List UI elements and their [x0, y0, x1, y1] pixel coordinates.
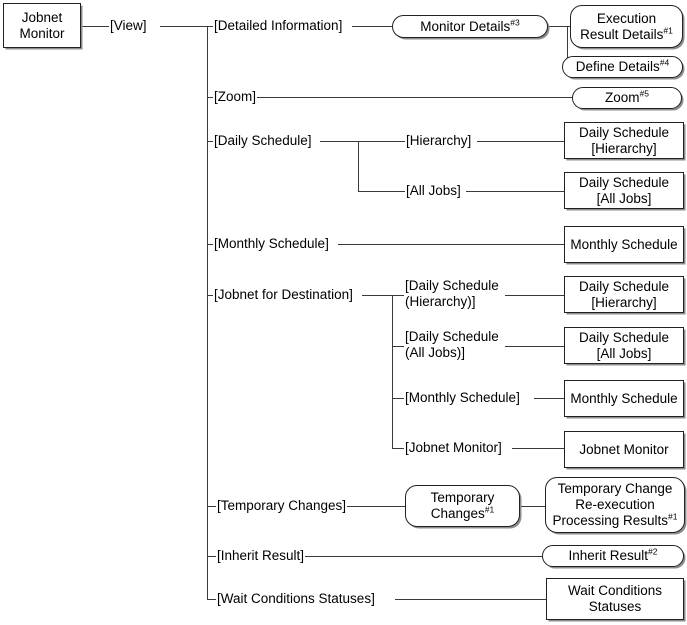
connector-zoom-to-zoom-window [254, 97, 574, 98]
window-monthly-schedule: Monthly Schedule [564, 226, 684, 263]
menu-label-view[interactable]: [View] [109, 18, 148, 34]
submenu-label-dest-daily-hierarchy[interactable]: [Daily Schedule (Hierarchy)] [404, 278, 500, 310]
menu-label-daily-schedule[interactable]: [Daily Schedule] [213, 133, 313, 149]
menu-label-jobnet-for-destination[interactable]: [Jobnet for Destination] [213, 287, 354, 303]
submenu-label-dest-daily-all-jobs[interactable]: [Daily Schedule (All Jobs)] [404, 329, 500, 361]
connector-detailed-information-to-monitor-details [352, 26, 394, 27]
root-node-label: Jobnet Monitor [19, 9, 65, 41]
menu-label-detailed-information[interactable]: [Detailed Information] [213, 18, 344, 34]
window-inherit-result: Inherit Result#2 [542, 545, 684, 567]
window-inherit-result-note: #2 [648, 546, 658, 557]
connector-branch-to-dest-daily-all-jobs [392, 346, 406, 347]
spine-main [207, 26, 208, 600]
window-dest-jobnet-monitor-label: Jobnet Monitor [579, 441, 669, 457]
connector-monitor-details-to-branch [546, 26, 568, 27]
spine-jobnet-for-destination-children [392, 295, 393, 449]
window-monitor-details: Monitor Details#3 [392, 15, 548, 38]
connector-spine-monthly-schedule [207, 244, 215, 245]
window-temporary-change-reexecution: Temporary Change Re-execution Processing… [545, 477, 685, 533]
window-monthly-schedule-label: Monthly Schedule [570, 236, 678, 252]
connector-wait-conditions-statuses-to-window [395, 599, 547, 600]
menu-label-inherit-result[interactable]: [Inherit Result] [216, 548, 306, 564]
connector-spine-inherit-result [207, 556, 219, 557]
window-inherit-result-label: Inherit Result [568, 548, 649, 563]
submenu-label-dest-jobnet-monitor[interactable]: [Jobnet Monitor] [404, 440, 503, 456]
window-daily-schedule-all-jobs: Daily Schedule [All Jobs] [564, 172, 684, 209]
menu-label-wait-conditions-statuses[interactable]: [Wait Conditions Statuses] [216, 591, 376, 607]
submenu-label-dest-monthly-schedule[interactable]: [Monthly Schedule] [404, 390, 521, 406]
connector-branch-to-all-jobs [358, 191, 406, 192]
submenu-label-all-jobs[interactable]: [All Jobs] [405, 183, 462, 199]
connector-spine-daily-schedule [207, 141, 215, 142]
spine-monitor-details-children [567, 26, 568, 67]
window-dest-daily-schedule-hierarchy: Daily Schedule [Hierarchy] [564, 276, 684, 313]
window-define-details-note: #4 [659, 57, 670, 68]
root-node-jobnet-monitor: Jobnet Monitor [3, 3, 81, 48]
connector-branch-to-dest-daily-hierarchy [392, 295, 406, 296]
connector-monthly-schedule-to-window [338, 244, 565, 245]
window-dest-daily-schedule-hierarchy-label: Daily Schedule [Hierarchy] [578, 278, 670, 310]
menu-label-temporary-changes[interactable]: [Temporary Changes] [216, 498, 348, 514]
window-temporary-changes-label: Temporary Changes [430, 490, 495, 521]
menu-label-monthly-schedule[interactable]: [Monthly Schedule] [213, 236, 330, 252]
menu-label-zoom[interactable]: [Zoom] [213, 89, 258, 105]
connector-jobnet-for-destination-to-branch [362, 295, 393, 296]
connector-spine-wait-conditions-statuses [207, 599, 219, 600]
window-daily-schedule-hierarchy: Daily Schedule [Hierarchy] [564, 122, 684, 159]
connector-all-jobs-to-window [466, 191, 565, 192]
window-temporary-change-reexecution-label: Temporary Change Re-execution Processing… [552, 481, 673, 528]
connector-daily-schedule-to-branch [320, 141, 359, 142]
spine-daily-schedule-children [358, 141, 359, 192]
connector-root-to-view [81, 26, 109, 27]
window-define-details: Define Details#4 [562, 56, 683, 78]
connector-hierarchy-to-window [477, 141, 565, 142]
window-dest-daily-schedule-all-jobs: Daily Schedule [All Jobs] [564, 327, 684, 364]
connector-inherit-result-to-window [299, 556, 544, 557]
connector-spine-zoom [207, 97, 215, 98]
window-wait-conditions-statuses-label: Wait Conditions Statuses [567, 583, 663, 614]
window-dest-daily-schedule-all-jobs-label: Daily Schedule [All Jobs] [578, 329, 670, 361]
connector-branch-to-dest-monthly-schedule [392, 398, 406, 399]
connector-temporary-changes-to-window [338, 506, 407, 507]
connector-temporary-changes-to-reexec [519, 506, 547, 507]
window-daily-schedule-hierarchy-label: Daily Schedule [Hierarchy] [578, 124, 670, 156]
window-temporary-changes-note: #1 [484, 504, 495, 515]
window-temporary-change-reexecution-note: #1 [668, 511, 678, 522]
window-define-details-label: Define Details [575, 59, 660, 74]
window-dest-monthly-schedule: Monthly Schedule [564, 380, 684, 417]
connector-dest-daily-all-jobs-to-window [505, 346, 565, 347]
connector-branch-to-dest-jobnet-monitor [392, 448, 406, 449]
window-wait-conditions-statuses: Wait Conditions Statuses [546, 578, 684, 620]
connector-dest-daily-hierarchy-to-window [505, 295, 565, 296]
window-zoom: Zoom#5 [572, 87, 682, 109]
window-dest-jobnet-monitor: Jobnet Monitor [564, 431, 684, 468]
window-temporary-changes: Temporary Changes#1 [405, 485, 520, 527]
window-monitor-details-label: Monitor Details [420, 18, 511, 34]
connector-dest-jobnet-monitor-to-window [512, 448, 565, 449]
window-monitor-details-note: #3 [510, 17, 520, 27]
window-daily-schedule-all-jobs-label: Daily Schedule [All Jobs] [578, 174, 670, 206]
connector-dest-monthly-schedule-to-window [534, 398, 565, 399]
window-zoom-note: #5 [639, 88, 649, 99]
window-execution-result-details: Execution Result Details#1 [570, 5, 683, 48]
submenu-label-hierarchy[interactable]: [Hierarchy] [405, 133, 473, 149]
window-execution-result-details-note: #1 [663, 25, 673, 35]
window-execution-result-details-label: Execution Result Details [580, 10, 664, 42]
window-dest-monthly-schedule-label: Monthly Schedule [570, 390, 678, 406]
connector-branch-to-hierarchy [358, 141, 406, 142]
window-zoom-label: Zoom [605, 90, 640, 105]
connector-spine-detailed-information [207, 26, 215, 27]
connector-spine-jobnet-for-destination [207, 295, 215, 296]
connector-spine-temporary-changes [207, 506, 219, 507]
connector-view-to-spine [160, 26, 208, 27]
